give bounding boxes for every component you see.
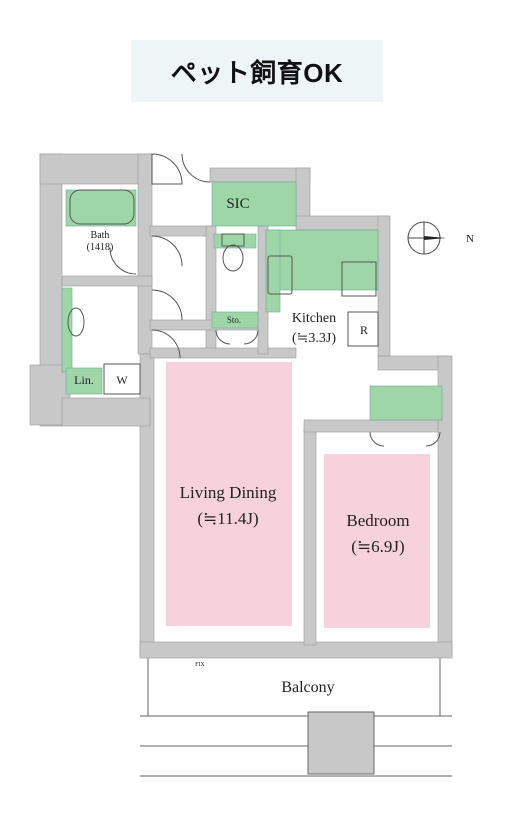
- wash-basin: [67, 307, 85, 337]
- washroom-door: [151, 289, 183, 321]
- wall-bedroom-top: [303, 419, 439, 433]
- fix-label: FIX: [195, 662, 205, 668]
- refrigerator-label: R: [360, 323, 368, 337]
- living-dining-label: Living Dining: [180, 483, 277, 502]
- pet-ok-text: ペット飼育OK: [170, 57, 344, 88]
- linen-label: Lin.: [74, 373, 94, 387]
- entrance-door: [151, 153, 183, 185]
- bath-label: Bath: [91, 230, 110, 241]
- linen-closet: [65, 367, 103, 395]
- wall-bath-bottom: [61, 275, 153, 287]
- bedroom-closet-doors: [369, 431, 441, 447]
- kitchen-area-label: (≒3.3J): [292, 331, 336, 346]
- bath-tub-area: [65, 189, 137, 227]
- compass-label: N: [466, 233, 474, 245]
- bathtub: [69, 189, 135, 225]
- living-dining-area-label: (≒11.4J): [197, 509, 258, 528]
- stove: [341, 261, 377, 297]
- storage-areas: [61, 181, 443, 421]
- bath-door: [109, 247, 137, 275]
- storage-doors: [215, 329, 259, 345]
- living-door: [151, 329, 181, 359]
- kitchen-label: Kitchen: [292, 311, 336, 326]
- kitchen-counter-left: [265, 229, 281, 313]
- sic-closet: [211, 181, 297, 227]
- pet-ok-banner: ペット飼育OK: [131, 40, 383, 102]
- toilet-bowl: [222, 244, 244, 272]
- bedroom-room: [324, 454, 430, 628]
- sic-label: SIC: [226, 196, 249, 212]
- fixtures: [67, 153, 441, 447]
- wall-living-top: [149, 347, 297, 359]
- bath-size-label: (1418): [87, 242, 114, 253]
- rooms: [166, 362, 430, 628]
- balcony-column: [307, 711, 375, 775]
- bedroom-area-label: (≒6.9J): [351, 537, 404, 556]
- compass-icon: [407, 221, 446, 255]
- living-dining-room: [166, 362, 292, 626]
- refrigerator-space: [347, 311, 379, 347]
- bedroom-label: Bedroom: [346, 511, 409, 530]
- storage-label: Sto.: [227, 315, 241, 325]
- balcony-label: Balcony: [281, 679, 334, 696]
- bedroom-closet: [369, 385, 443, 421]
- wall-hall-divider: [149, 225, 213, 237]
- storage-closet: [211, 311, 259, 329]
- kitchen-sink: [267, 255, 293, 295]
- washer-space: [103, 363, 141, 395]
- toilet-tank: [221, 233, 245, 247]
- wall-partition: [303, 429, 317, 646]
- vanity-strip: [61, 287, 73, 373]
- balcony: [140, 658, 452, 777]
- kitchen-counter-top: [265, 229, 379, 291]
- entrance-door-2: [181, 153, 211, 183]
- wall-top-left: [39, 153, 153, 185]
- wall-bottom: [139, 641, 453, 659]
- walls: [29, 153, 453, 659]
- wall-bedroom-top-step: [377, 355, 449, 371]
- wall-top-sic: [209, 167, 311, 183]
- wall-top-kitchen: [295, 215, 389, 231]
- hall-door: [151, 235, 183, 267]
- wall-utility-bottom: [61, 397, 151, 427]
- washer-label: W: [116, 373, 128, 387]
- wall-kitchen-right: [377, 215, 391, 357]
